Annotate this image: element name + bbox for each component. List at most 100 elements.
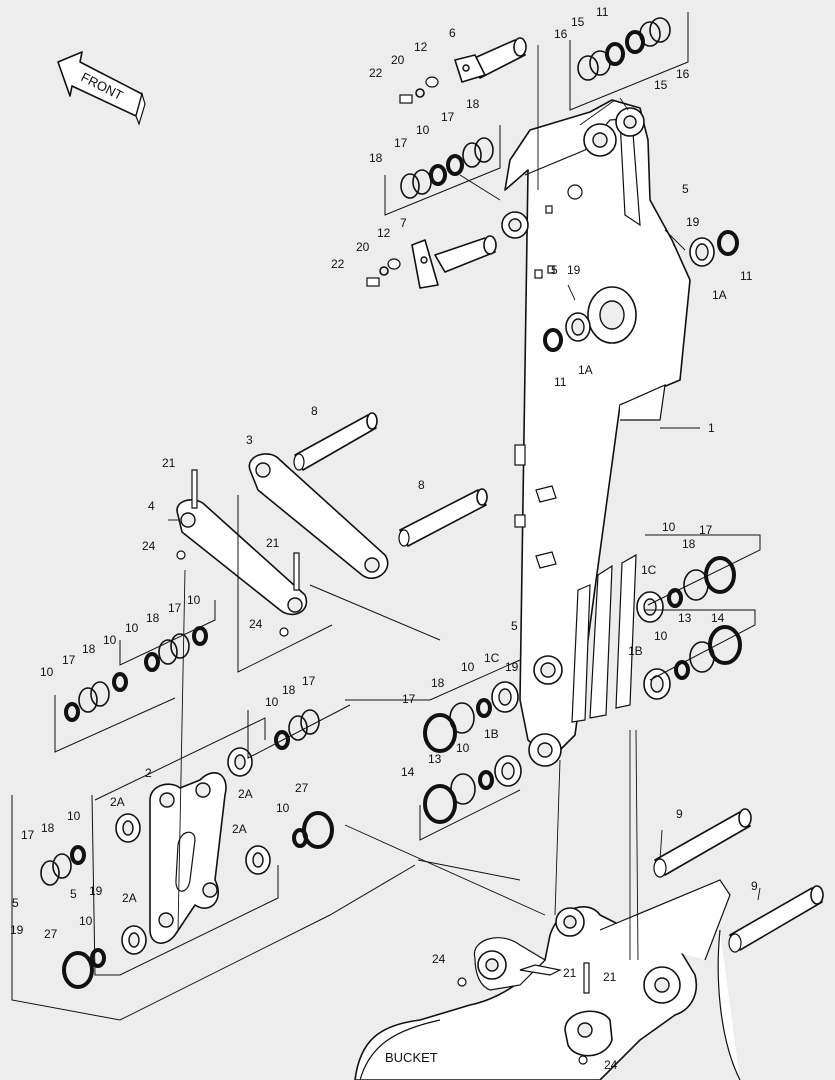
ring-stack-center-lower	[423, 681, 522, 824]
callout-14-b: 14	[401, 765, 415, 779]
callout-11-a: 11	[596, 5, 609, 19]
ring-stack-right	[636, 556, 742, 700]
link-2	[149, 772, 227, 944]
callout-1C-left: 1C	[484, 651, 500, 665]
callout-1A-lower: 1A	[578, 363, 593, 377]
callout-17-d: 17	[402, 692, 416, 706]
callout-9-a: 9	[676, 807, 683, 821]
callout-19-b: 19	[567, 263, 581, 277]
callout-2A-c: 2A	[232, 822, 247, 836]
callout-17-a: 17	[394, 136, 408, 150]
callout-17-c: 17	[699, 523, 713, 537]
callout-1B-right: 1B	[628, 644, 643, 658]
callout-17-h: 17	[21, 828, 35, 842]
callout-21-d: 21	[603, 970, 617, 984]
callout-10-k: 10	[67, 809, 81, 823]
callout-7: 7	[400, 216, 407, 230]
callout-17-g: 17	[302, 674, 316, 688]
callout-24-b: 24	[249, 617, 263, 631]
group-frames	[11, 12, 761, 1021]
callout-27-a: 27	[295, 781, 309, 795]
callout-10-m: 10	[79, 914, 93, 928]
callout-18-h: 18	[41, 821, 55, 835]
callout-12-a: 12	[414, 40, 428, 54]
callout-4: 4	[148, 499, 155, 513]
callout-10-a: 10	[416, 123, 430, 137]
link-3	[248, 453, 389, 579]
callout-3: 3	[246, 433, 253, 447]
callout-14-a: 14	[711, 611, 725, 625]
pin-9-upper	[653, 808, 752, 878]
callout-6: 6	[449, 26, 456, 40]
leader-lines	[168, 45, 761, 961]
callout-22-b: 22	[331, 257, 345, 271]
callout-19-e: 19	[10, 923, 24, 937]
pin-8-upper	[293, 412, 378, 471]
callout-19-c: 19	[505, 660, 519, 674]
bushings-2A	[115, 747, 271, 955]
callout-2A-a: 2A	[110, 795, 125, 809]
ring-stacks-left	[40, 626, 334, 989]
callout-27-b: 27	[44, 927, 58, 941]
callout-13-a: 13	[678, 611, 692, 625]
callout-10-f: 10	[187, 593, 201, 607]
callout-12-b: 12	[377, 226, 391, 240]
callout-10-h: 10	[103, 633, 117, 647]
callout-16-a: 16	[554, 27, 568, 41]
callout-18-f: 18	[82, 642, 96, 656]
callout-1A-upper: 1A	[712, 288, 727, 302]
callout-10-i: 10	[40, 665, 54, 679]
callout-18-e: 18	[146, 611, 160, 625]
link-4	[176, 469, 308, 637]
pin-8-lower	[398, 488, 488, 547]
callout-5-d: 5	[70, 887, 77, 901]
callout-10-g: 10	[125, 621, 139, 635]
pin-6	[454, 37, 527, 83]
callout-24-a: 24	[142, 539, 156, 553]
callout-22-a: 22	[369, 66, 383, 80]
ring-stack-upper-left	[400, 137, 494, 199]
callout-8-b: 8	[418, 478, 425, 492]
front-arrow: FRONT	[57, 51, 146, 126]
callout-5-b: 5	[551, 263, 558, 277]
callout-9-b: 9	[751, 879, 758, 893]
callout-5-e: 5	[12, 896, 19, 910]
ring-stack-top-right	[577, 17, 671, 81]
callout-20-a: 20	[391, 53, 405, 67]
callout-21-c: 21	[563, 966, 577, 980]
callout-15-b: 15	[654, 78, 668, 92]
callout-10-b: 10	[662, 520, 676, 534]
callout-11-b: 11	[740, 269, 753, 283]
callout-1: 1	[708, 421, 715, 435]
callout-1B-left: 1B	[484, 727, 499, 741]
callout-21-a: 21	[162, 456, 176, 470]
callout-8-a: 8	[311, 404, 318, 418]
callout-24-c: 24	[432, 952, 446, 966]
callout-10-j: 10	[265, 695, 279, 709]
bucket-label: BUCKET	[385, 1050, 438, 1065]
pin-7	[411, 235, 497, 289]
callout-5-a: 5	[682, 182, 689, 196]
callout-17-f: 17	[62, 653, 76, 667]
bucket	[354, 879, 741, 1080]
callout-1C-right: 1C	[641, 563, 657, 577]
callout-labels: 1 1A 1A 1B 1B 1C 1C 2 2A 2A 2A 2A 3 4 5 …	[10, 5, 758, 1072]
callout-20-b: 20	[356, 240, 370, 254]
callout-24-d: 24	[604, 1058, 618, 1072]
callout-10-e: 10	[456, 741, 470, 755]
callout-18-a: 18	[369, 151, 383, 165]
callout-15-a: 15	[571, 15, 585, 29]
callout-17-e: 17	[168, 601, 182, 615]
callout-21-b: 21	[266, 536, 280, 550]
bushing-1A-upper	[543, 230, 739, 352]
callout-18-b: 18	[466, 97, 480, 111]
hardware-upper	[366, 76, 439, 287]
callout-10-c: 10	[654, 629, 668, 643]
callout-18-c: 18	[682, 537, 696, 551]
pin-9-lower	[728, 885, 824, 953]
callout-10-l: 10	[276, 801, 290, 815]
callout-10-d: 10	[461, 660, 475, 674]
callout-11-c: 11	[554, 375, 567, 389]
callout-2: 2	[145, 766, 152, 780]
